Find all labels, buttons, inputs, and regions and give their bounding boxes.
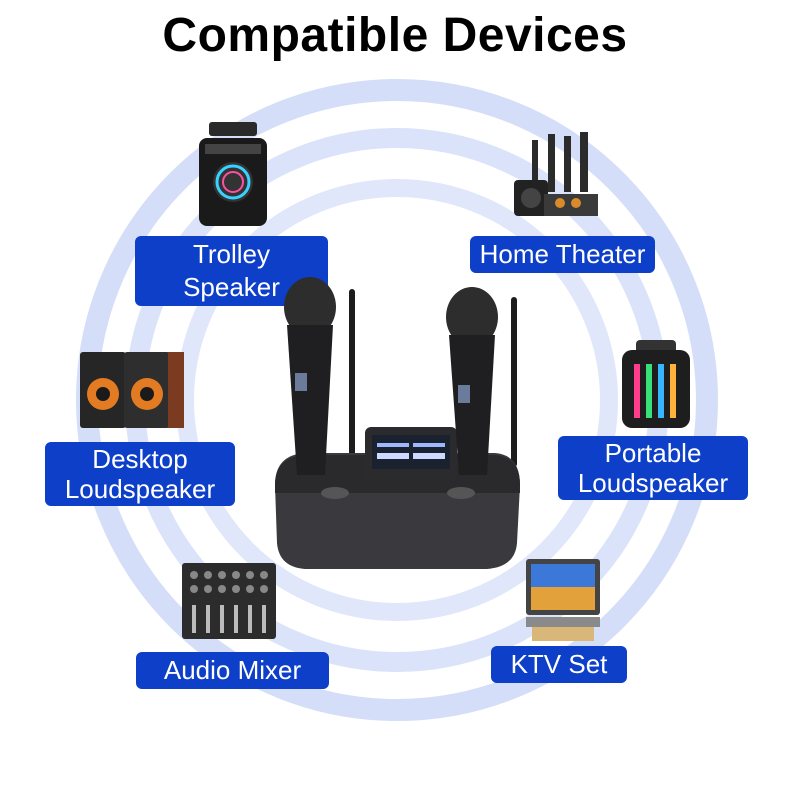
portable-loudspeaker-label: Portable Loudspeaker	[558, 436, 748, 500]
ktv-set-image	[526, 559, 600, 641]
trolley-speaker-image	[199, 122, 267, 226]
desktop-loudspeaker-image	[80, 352, 184, 428]
portable-loudspeaker-image	[622, 340, 690, 428]
home-theater-label: Home Theater	[470, 236, 655, 273]
home-theater-image	[514, 132, 598, 216]
wireless-microphone-receiver-image	[275, 277, 520, 569]
audio-mixer-image	[182, 563, 276, 639]
ktv-set-label: KTV Set	[491, 646, 627, 683]
portable-loudspeaker-label-line2: Loudspeaker	[577, 468, 729, 498]
desktop-loudspeaker-label-line1: Desktop	[92, 444, 188, 474]
portable-loudspeaker-label-line1: Portable	[604, 438, 702, 468]
audio-mixer-label: Audio Mixer	[136, 652, 329, 689]
desktop-loudspeaker-label: Desktop Loudspeaker	[45, 442, 235, 506]
inner-ring	[176, 179, 618, 621]
page-title: Compatible Devices	[162, 9, 628, 62]
desktop-loudspeaker-label-line2: Loudspeaker	[64, 474, 216, 504]
